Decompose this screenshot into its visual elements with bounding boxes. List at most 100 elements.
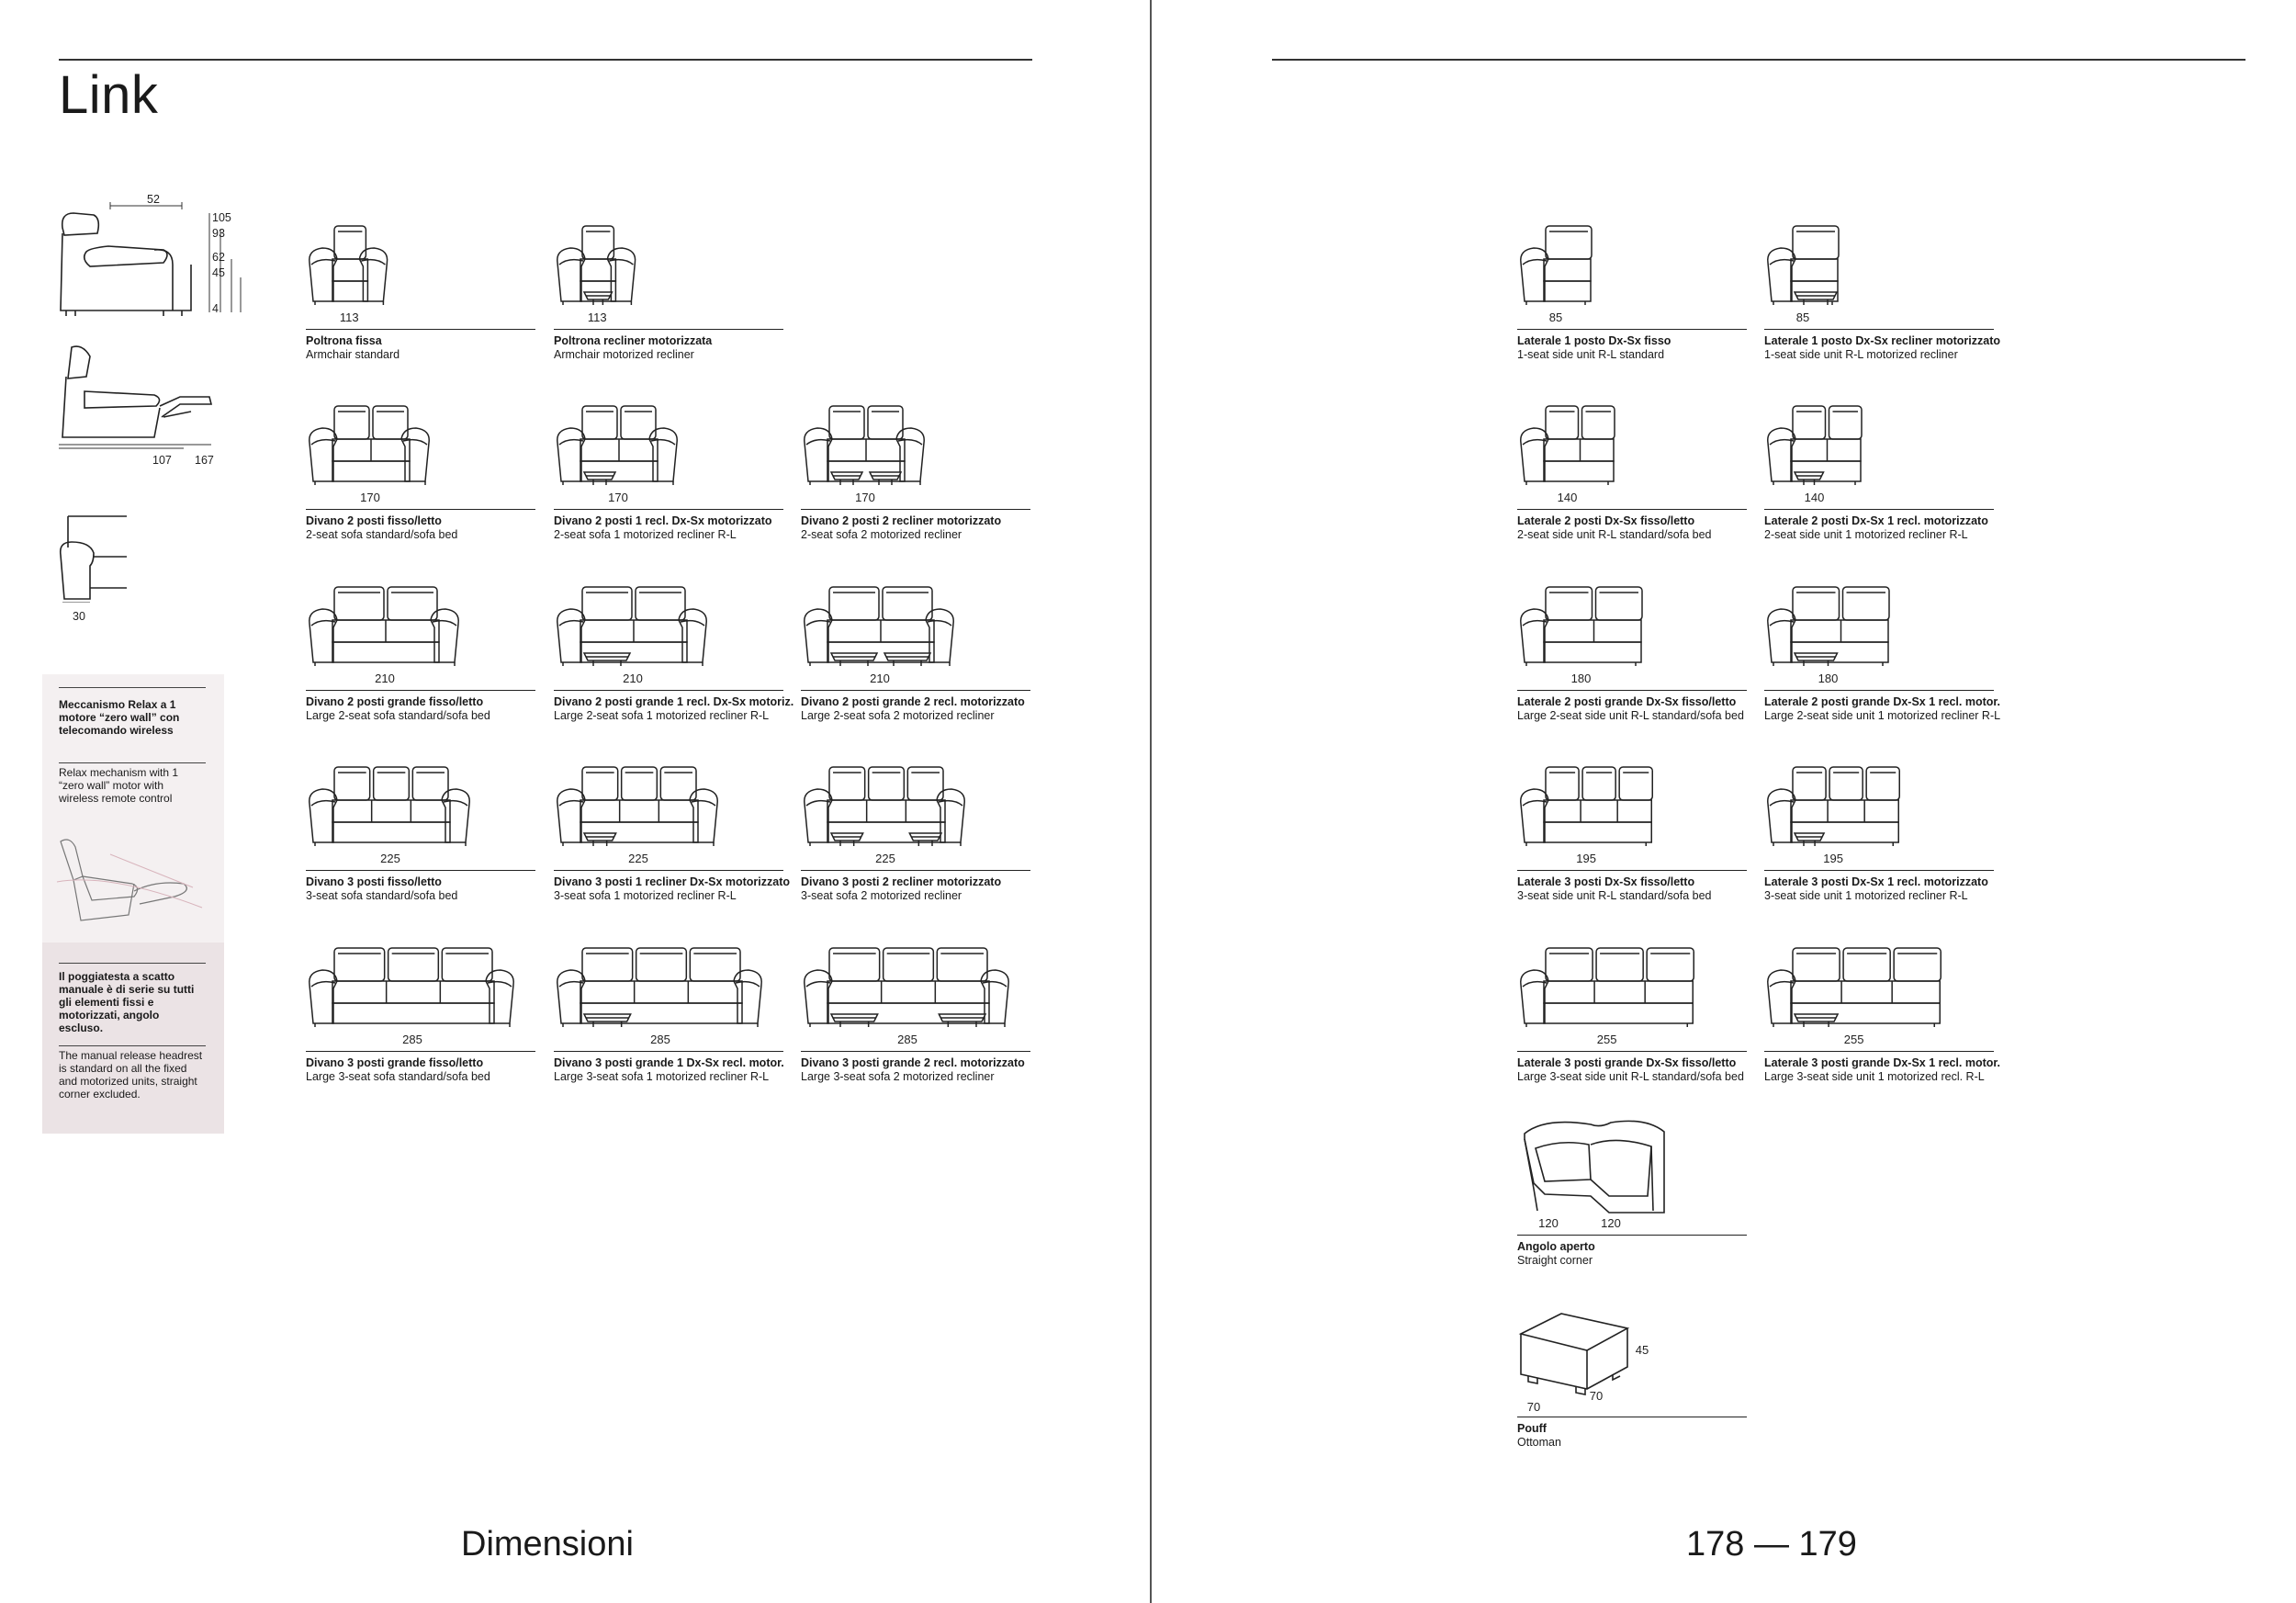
side-profile-standard [53, 193, 255, 322]
product-name-it: Laterale 2 posti Dx-Sx 1 recl. motorizza… [1764, 514, 1988, 527]
info-box-it-text: Meccanismo Relax a 1 motore “zero wall” … [59, 698, 180, 737]
dim-ottoman-w: 70 [1526, 1400, 1541, 1414]
dim-corner-a: 120 [1538, 1216, 1559, 1230]
cell-rule [1764, 509, 1994, 511]
product-name-en: 2-seat sofa 1 motorized recliner R-L [554, 528, 737, 541]
dimension-label: 285 [402, 1033, 422, 1046]
cell-rule [554, 870, 783, 872]
dim-height-105: 105 [212, 211, 231, 224]
dimension-label: 195 [1823, 852, 1843, 865]
info-box-en-text: Relax mechanism with 1 “zero wall” motor… [59, 766, 179, 805]
sofa-drawing [801, 762, 972, 858]
sofa-drawing [1764, 581, 1894, 678]
product-name-it: Divano 2 posti grande 1 recl. Dx-Sx moto… [554, 695, 794, 708]
info-box-rule [59, 687, 206, 689]
product-name-it: Laterale 3 posti grande Dx-Sx fisso/lett… [1517, 1056, 1737, 1069]
cell-rule [1764, 690, 1994, 692]
dimension-label: 85 [1795, 310, 1810, 324]
product-cell-corner: 120 120 Angolo aperto Straight corner [1517, 1112, 1747, 1267]
info-box-rule [59, 762, 206, 764]
footer-page-numbers: 178 — 179 [1686, 1525, 1857, 1563]
dim-recline-167: 167 [195, 454, 214, 467]
product-name-it: Laterale 2 posti grande Dx-Sx 1 recl. mo… [1764, 695, 2001, 708]
product-name-it: Laterale 3 posti grande Dx-Sx 1 recl. mo… [1764, 1056, 2001, 1069]
cell-rule [306, 870, 535, 872]
cell-rule [1517, 1235, 1747, 1236]
info-box-en-text: The manual release headrest is standard … [59, 1049, 203, 1101]
product-name-it: Divano 3 posti 2 recliner motorizzato [801, 875, 1002, 888]
product-name-en: Large 2-seat sofa standard/sofa bed [306, 709, 490, 722]
top-rule-right [1272, 59, 2245, 61]
product-name-en: 1-seat side unit R-L standard [1517, 348, 1665, 361]
dimension-label: 225 [628, 852, 648, 865]
corner-unit-drawing [1524, 1120, 1665, 1214]
product-name-it: Laterale 3 posti Dx-Sx fisso/letto [1517, 875, 1695, 888]
cell-rule [1517, 870, 1747, 872]
product-name-en: Ottoman [1517, 1436, 1561, 1449]
dim-arm-30: 30 [73, 610, 85, 623]
info-box-rule [59, 963, 206, 965]
cell-rule [1764, 870, 1994, 872]
sofa-drawing [1764, 220, 1843, 317]
product-name-it: Angolo aperto [1517, 1240, 1595, 1253]
product-name-en: 3-seat side unit 1 motorized recliner R-… [1764, 889, 1968, 902]
product-name-it: Poltrona fissa [306, 334, 382, 347]
cell-rule [1764, 329, 1994, 331]
product-name-it: Divano 3 posti grande fisso/letto [306, 1056, 484, 1069]
dimension-label: 195 [1576, 852, 1596, 865]
product-name-en: Large 3-seat sofa standard/sofa bed [306, 1070, 490, 1083]
sofa-drawing [1517, 943, 1698, 1039]
product-name-en: 2-seat sofa 2 motorized recliner [801, 528, 962, 541]
sofa-drawing [1517, 762, 1657, 858]
sofa-drawing [1517, 401, 1619, 497]
cell-rule [1517, 329, 1747, 331]
sofa-drawing [801, 581, 961, 678]
sofa-drawing [306, 220, 394, 317]
sofa-drawing [554, 943, 769, 1039]
cell-rule [801, 509, 1030, 511]
sofa-drawing [1517, 581, 1647, 678]
dim-ottoman-h: 45 [1635, 1343, 1649, 1357]
cell-rule [554, 690, 783, 692]
dim-height-45: 45 [212, 266, 225, 279]
product-name-it: Divano 2 posti 1 recl. Dx-Sx motorizzato [554, 514, 772, 527]
sofa-drawing [554, 762, 725, 858]
product-name-en: Large 2-seat side unit 1 motorized recli… [1764, 709, 2001, 722]
product-name-it: Divano 2 posti grande 2 recl. motorizzat… [801, 695, 1025, 708]
product-name-en: Large 2-seat sofa 2 motorized recliner [801, 709, 995, 722]
dimension-label: 255 [1596, 1033, 1617, 1046]
dimension-label: 170 [360, 491, 380, 504]
product-name-it: Pouff [1517, 1422, 1547, 1435]
cell-rule [1517, 1051, 1747, 1053]
dimension-label: 180 [1570, 672, 1592, 685]
cell-rule [306, 1051, 535, 1053]
cell-rule [1517, 509, 1747, 511]
product-name-en: 3-seat side unit R-L standard/sofa bed [1517, 889, 1712, 902]
product-name-en: Armchair motorized recliner [554, 348, 694, 361]
dimension-label: 225 [380, 852, 400, 865]
product-name-it: Laterale 1 posto Dx-Sx fisso [1517, 334, 1671, 347]
product-name-it: Divano 3 posti grande 1 Dx-Sx recl. moto… [554, 1056, 784, 1069]
info-box-relax-mechanism: Meccanismo Relax a 1 motore “zero wall” … [42, 674, 224, 943]
cell-rule [801, 690, 1030, 692]
product-name-it: Poltrona recliner motorizzata [554, 334, 713, 347]
cell-rule [554, 509, 783, 511]
cell-rule [306, 329, 535, 331]
dimension-label: 255 [1843, 1033, 1864, 1046]
product-name-en: Large 3-seat sofa 1 motorized recliner R… [554, 1070, 770, 1083]
product-name-it: Divano 2 posti 2 recliner motorizzato [801, 514, 1002, 527]
dim-depth-top: 52 [147, 193, 160, 206]
product-name-it: Divano 3 posti grande 2 recl. motorizzat… [801, 1056, 1025, 1069]
cell-rule [1764, 1051, 1994, 1053]
top-rule-left [59, 59, 1032, 61]
footer-section-label: Dimensioni [461, 1525, 634, 1563]
dim-height-4: 4 [212, 302, 219, 315]
product-name-en: Large 3-seat side unit R-L standard/sofa… [1517, 1070, 1744, 1083]
dimension-label: 170 [855, 491, 875, 504]
product-name-en: 2-seat sofa standard/sofa bed [306, 528, 458, 541]
dimension-label: 170 [608, 491, 628, 504]
cell-rule [554, 1051, 783, 1053]
dimension-label: 210 [870, 672, 890, 685]
product-name-en: 2-seat side unit R-L standard/sofa bed [1517, 528, 1712, 541]
dimension-label: 140 [1557, 491, 1578, 504]
